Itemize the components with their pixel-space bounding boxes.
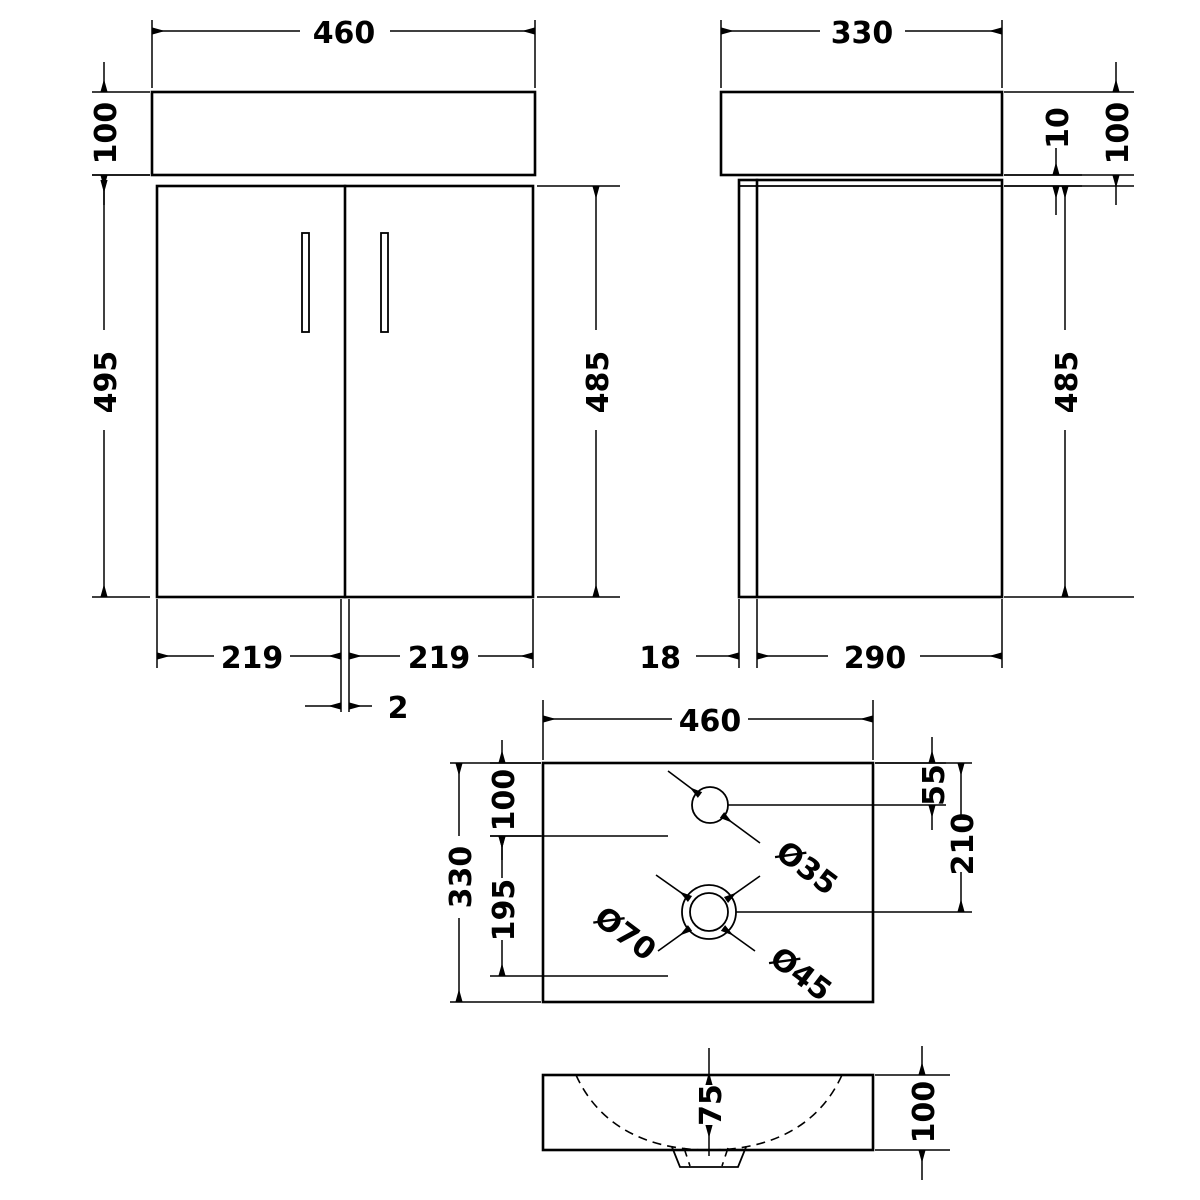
front-left-door-handle: [301, 232, 310, 333]
front-basin-outline: [150, 90, 537, 177]
dim-label-front-cabinet-height: 485: [581, 351, 616, 414]
dim-side-depth-breakdown: 18 290: [639, 599, 1003, 676]
section-bowl-profile: [575, 1074, 843, 1151]
lead-line-lower: [720, 925, 756, 952]
dim-front-basin-height-100: 100: [89, 62, 150, 205]
dim-label-right-door-width: 219: [408, 641, 471, 676]
front-right-door-handle: [380, 232, 389, 333]
dim-plan-width-460: 460: [542, 700, 874, 760]
dim-plan-waste-from-right-210: 210: [736, 762, 981, 913]
dim-label-front-basin-height: 100: [89, 102, 124, 165]
lead-line-lower: [657, 925, 693, 952]
dim-front-width-460: 460: [151, 16, 536, 88]
dim-label-door-gap: 2: [388, 691, 409, 726]
dim-side-basin-height-100: 100: [1004, 62, 1136, 205]
dim-label-plan-depth: 330: [444, 846, 479, 909]
dim-label-plan-tap-from-back: 100: [487, 769, 522, 832]
dim-label-left-door-width: 219: [221, 641, 284, 676]
dim-plan-waste-from-back-195: 195: [487, 835, 668, 977]
plan-waste-inner-circle: [689, 892, 729, 932]
dim-label-side-cabinet-depth: 290: [844, 641, 907, 676]
dim-label-side-overhang: 10: [1041, 107, 1076, 149]
dim-label-section-height: 100: [907, 1081, 942, 1144]
side-basin-outline: [719, 90, 1004, 177]
dim-side-depth-330: 330: [720, 16, 1003, 88]
dim-front-total-height-495: 495: [89, 174, 150, 598]
dim-section-bowl-depth-75: 75: [694, 1048, 729, 1156]
side-cabinet-outline: [737, 178, 1004, 599]
dim-side-cabinet-height-485: 485: [1004, 185, 1134, 598]
dim-label-front-width: 460: [313, 16, 376, 51]
plan-basin-outline: [541, 761, 875, 1004]
dim-label-side-depth: 330: [831, 16, 894, 51]
lead-line-lower: [719, 812, 761, 844]
dim-label-plan-tap-from-right: 55: [917, 764, 952, 806]
dim-label-plan-waste-from-right: 210: [946, 813, 981, 876]
lead-line-upper: [667, 770, 703, 798]
dim-section-height-100: 100: [875, 1046, 950, 1180]
section-drain-inner-left: [683, 1147, 691, 1167]
section-drain-outline: [670, 1145, 748, 1168]
dim-label-side-back-panel: 18: [639, 641, 681, 676]
section-drain-inner-right: [721, 1147, 729, 1167]
dim-label-front-total-height: 495: [89, 351, 124, 414]
front-elevation-view: 460 100 495 485: [89, 16, 620, 726]
dim-front-door-widths: 219 219 2: [156, 599, 534, 726]
dim-label-bowl-depth: 75: [694, 1084, 729, 1126]
dim-label-side-basin-height: 100: [1101, 102, 1136, 165]
lead-line-upper: [723, 875, 761, 903]
dim-front-cabinet-height-485: 485: [537, 185, 620, 598]
dim-label-plan-waste-from-back: 195: [487, 879, 522, 942]
lead-line-upper: [655, 874, 693, 902]
basin-section-view: 75 100: [541, 1046, 950, 1180]
dim-label-plan-width: 460: [679, 704, 742, 739]
dim-label-side-cabinet-height: 485: [1050, 351, 1085, 414]
side-elevation-view: 330 10 100 485: [639, 16, 1136, 676]
